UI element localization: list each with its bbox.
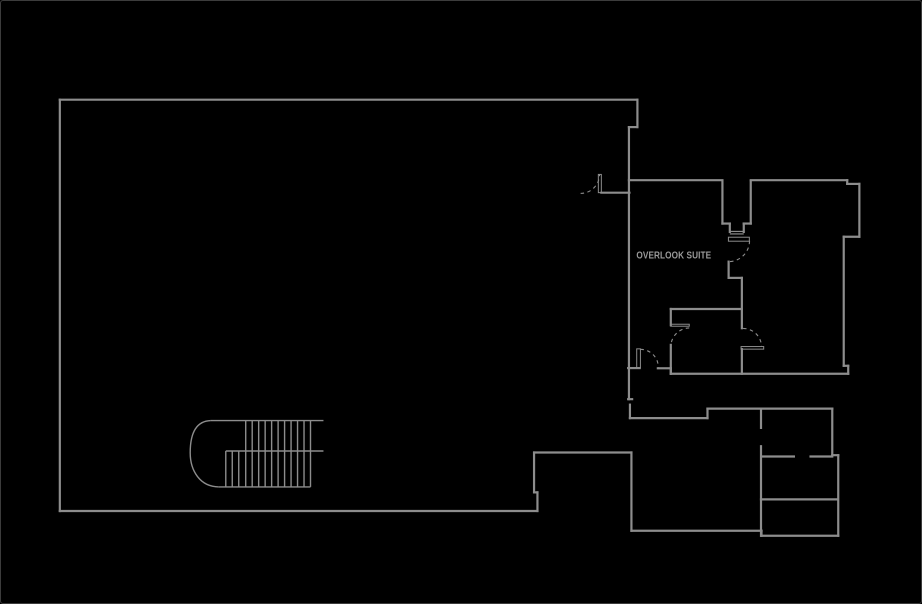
stair-treads [225,420,312,487]
door-swing-arc [670,327,690,347]
door-swing-arc [640,348,659,368]
suite-interior-walls [669,240,765,375]
staircase [189,419,324,488]
door-swing-arc [728,240,751,263]
stair-curved-end [189,419,219,488]
suite-alcove-walls [721,180,752,242]
door-swing-arc [743,327,763,347]
overlook-suite-walls [627,179,861,375]
room-label-overlook-suite: OVERLOOK SUITE [636,251,711,262]
main-hall-walls [58,98,763,532]
main-hall-entry-door [580,173,631,194]
annex-walls [628,407,840,537]
door-swing-arc [580,174,601,194]
suite-vestibule-door [636,348,659,369]
